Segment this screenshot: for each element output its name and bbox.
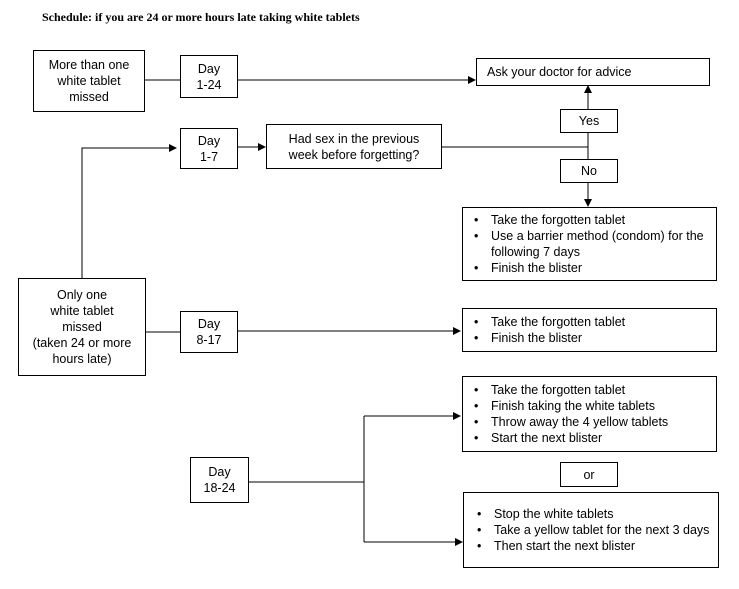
day-8-17-box: Day 8-17 (180, 311, 238, 353)
yes-label: Yes (578, 114, 600, 128)
diagram-title: Schedule: if you are 24 or more hours la… (42, 10, 360, 24)
day-1-7-line-1: Day (197, 133, 221, 148)
no-action-item: Finish the blister (474, 260, 716, 276)
day-8-17-action-item: Take the forgotten tablet (474, 314, 716, 330)
ask-doctor-text: Ask your doctor for advice (487, 65, 632, 79)
day-8-17-line-1: Day (197, 317, 221, 331)
only-one-line-3: missed (62, 320, 102, 334)
option-a-action-item: Throw away the 4 yellow tablets (474, 414, 716, 430)
only-one-line-5: hours late) (52, 352, 112, 366)
option-b-action-item: Then start the next blister (477, 538, 718, 554)
option-a-actions-list: Take the forgotten tablet Finish taking … (463, 382, 716, 446)
more-than-one-missed-box: More than one white tablet missed (33, 50, 145, 112)
day-8-17-line-2: 8-17 (196, 333, 222, 347)
no-action-item: Take the forgotten tablet (474, 212, 716, 228)
had-sex-question-box: Had sex in the previous week before forg… (266, 124, 442, 169)
more-than-one-line-3: missed (69, 90, 109, 104)
option-b-actions-list: Stop the white tablets Take a yellow tab… (466, 506, 718, 554)
only-one-line-2: white tablet (50, 304, 114, 318)
yes-box: Yes (560, 109, 618, 133)
option-b-action-item: Stop the white tablets (477, 506, 718, 522)
day-18-24-box: Day 18-24 (190, 457, 249, 503)
or-box: or (560, 462, 618, 487)
option-b-actions-box: Stop the white tablets Take a yellow tab… (463, 492, 719, 568)
option-a-action-item: Take the forgotten tablet (474, 382, 716, 398)
day-1-24-line-2: 1-24 (196, 77, 222, 92)
had-sex-line-1: Had sex in the previous (288, 131, 420, 146)
had-sex-line-2: week before forgetting? (288, 147, 420, 162)
option-a-actions-box: Take the forgotten tablet Finish taking … (462, 376, 717, 452)
day-18-24-line-1: Day (208, 465, 231, 479)
more-than-one-line-1: More than one (48, 58, 130, 72)
option-b-action-item: Take a yellow tablet for the next 3 days (477, 522, 718, 538)
day-8-17-actions-list: Take the forgotten tablet Finish the bli… (463, 314, 716, 346)
day-8-17-actions-box: Take the forgotten tablet Finish the bli… (462, 308, 717, 352)
day-18-24-line-2: 18-24 (203, 481, 236, 495)
only-one-line-4: (taken 24 or more (32, 336, 132, 350)
more-than-one-line-2: white tablet (57, 74, 121, 88)
no-box: No (560, 159, 618, 183)
no-action-item: Use a barrier method (condom) for the fo… (474, 228, 716, 260)
day-1-24-box: Day 1-24 (180, 55, 238, 98)
only-one-line-1: Only one (56, 288, 108, 302)
day-8-17-action-item: Finish the blister (474, 330, 716, 346)
day-1-24-line-1: Day (197, 61, 221, 76)
ask-doctor-box: Ask your doctor for advice (476, 58, 710, 86)
option-a-action-item: Finish taking the white tablets (474, 398, 716, 414)
day-1-7-box: Day 1-7 (180, 128, 238, 169)
only-one-missed-box: Only one white tablet missed (taken 24 o… (18, 278, 146, 376)
no-actions-list: Take the forgotten tablet Use a barrier … (463, 212, 716, 276)
no-label: No (581, 164, 597, 178)
arrow-only-one-to-day-1-7 (81, 144, 177, 278)
or-label: or (583, 467, 595, 482)
no-actions-box: Take the forgotten tablet Use a barrier … (462, 207, 717, 281)
day-1-7-line-2: 1-7 (199, 149, 219, 164)
option-a-action-item: Start the next blister (474, 430, 716, 446)
